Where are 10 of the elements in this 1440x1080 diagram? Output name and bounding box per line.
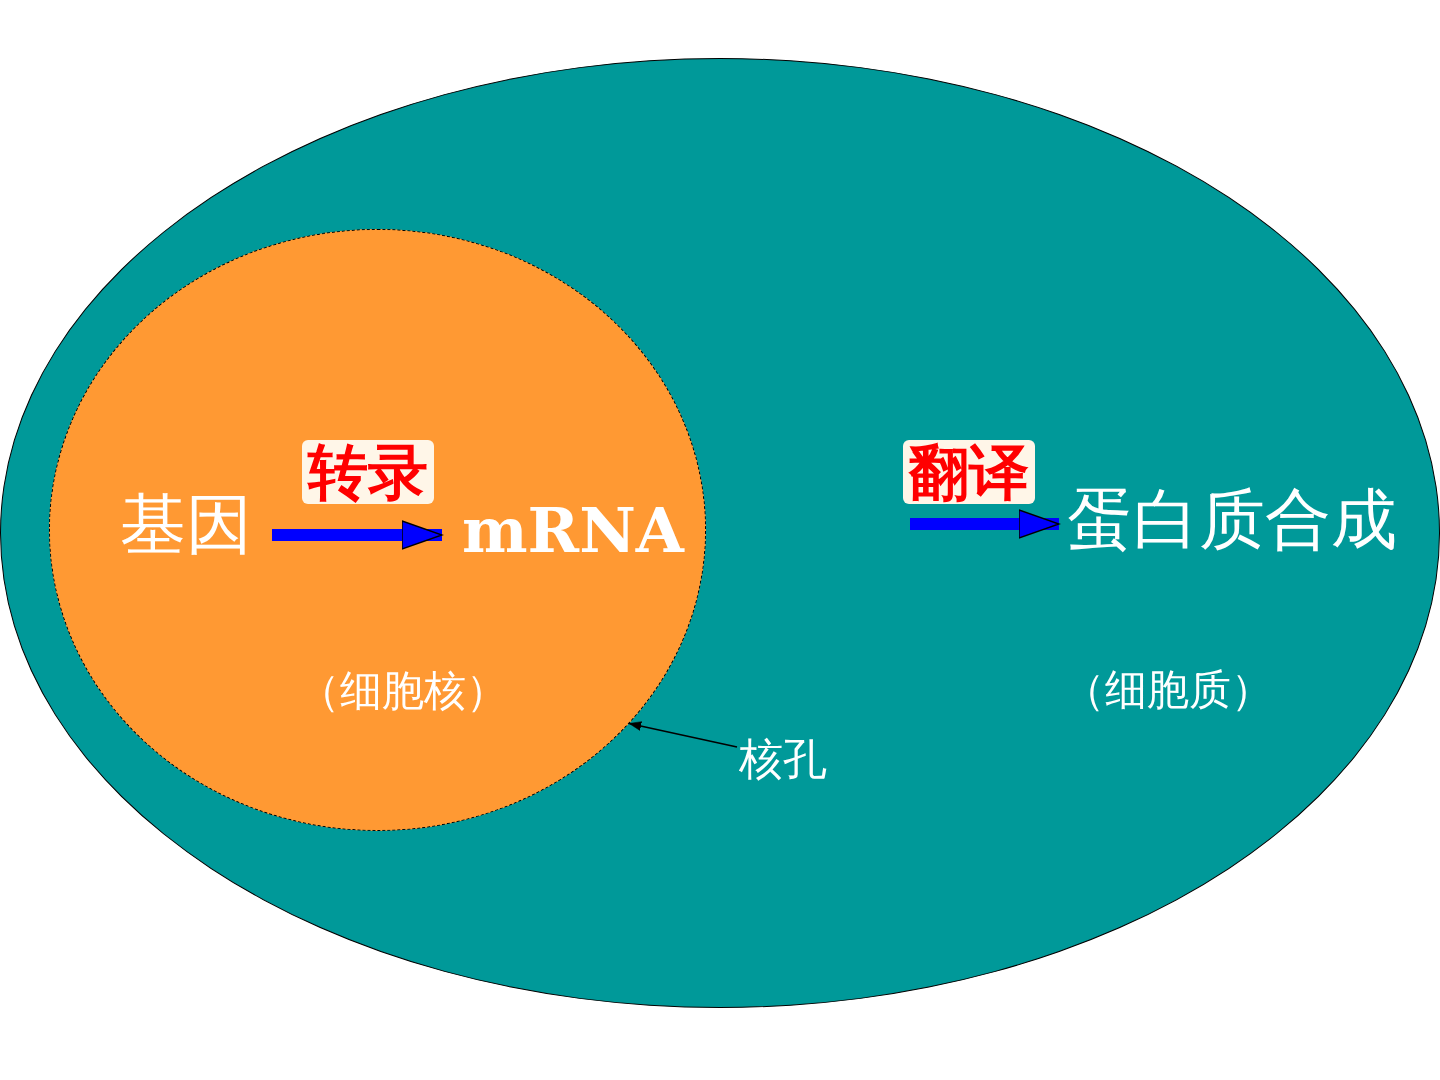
term-label: 蛋白质合成	[1067, 481, 1397, 558]
block-arrow	[272, 520, 443, 550]
term-label: 基因	[120, 486, 252, 563]
term-label: 核孔	[739, 733, 827, 784]
term-label: mRNA	[462, 494, 684, 567]
edge-label: 转录	[302, 440, 434, 504]
block-arrow	[910, 509, 1060, 539]
edge-label: 翻译	[903, 440, 1035, 504]
region-label: （细胞核）	[298, 670, 508, 712]
region-label: （细胞质）	[1063, 669, 1273, 711]
